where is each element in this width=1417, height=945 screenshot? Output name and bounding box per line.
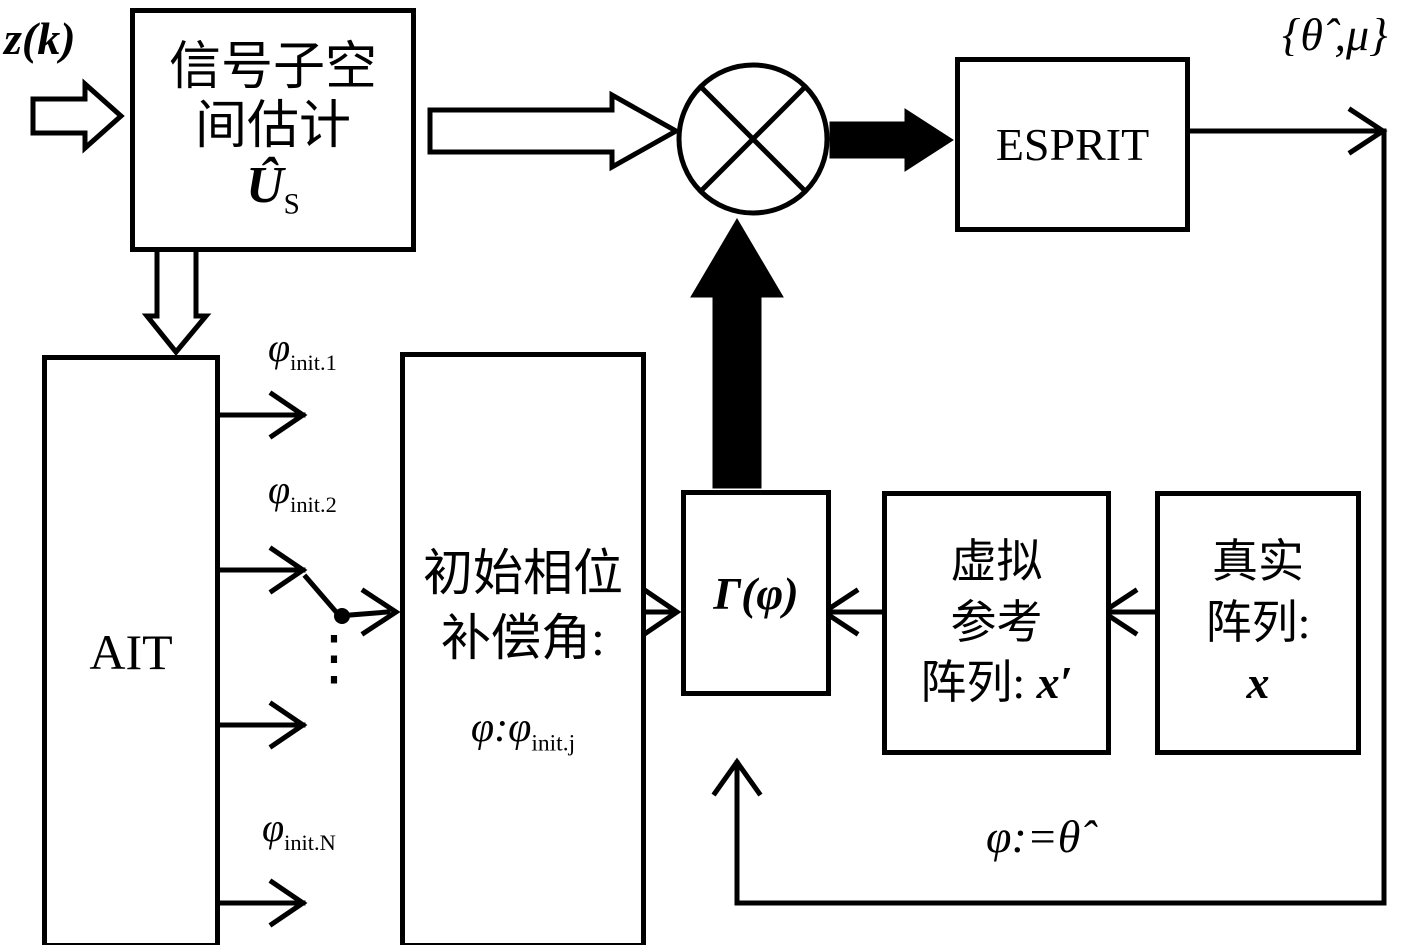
vertical-ellipsis: ⋮ xyxy=(304,625,364,691)
feedback-path-line xyxy=(734,128,1387,906)
virtual-text-line3: 阵列: x′ xyxy=(920,657,1073,709)
esprit-box: ESPRIT xyxy=(955,57,1190,232)
feedback-assignment-label: φ:=θ̂ xyxy=(986,811,1081,862)
virtual-text-line2: 参考 xyxy=(950,596,1043,648)
subspace-to-ait-arrow-icon xyxy=(141,241,212,356)
switch-to-phase-line xyxy=(347,609,391,618)
switch-lever-line xyxy=(302,573,341,617)
real-text-line1: 真实 xyxy=(1212,535,1304,587)
input-block-arrow-icon xyxy=(30,78,125,154)
initial-phase-compensation-box: 初始相位 补偿角: φ:φinit.j xyxy=(400,352,646,945)
gamma-to-multiplier-arrow-icon xyxy=(690,218,784,489)
real-text-line2: 阵列: xyxy=(1205,596,1311,648)
phase-to-gamma-arrowhead-icon xyxy=(642,587,682,637)
ait-output-2-arrowhead-icon xyxy=(268,545,308,595)
multiplier-to-esprit-arrow-icon xyxy=(829,108,954,172)
phase-text-line2: 补偿角: xyxy=(441,610,605,667)
ait-output-1-arrowhead-icon xyxy=(268,390,308,440)
input-signal-label: z(k) xyxy=(4,13,76,64)
phi-init-1-label: φinit.1 xyxy=(268,325,337,375)
ait-box: AIT xyxy=(42,355,220,945)
feedback-up-arrowhead-icon xyxy=(711,757,763,797)
ait-output-n-arrowhead-icon xyxy=(268,878,308,928)
subspace-symbol: ÛS xyxy=(246,156,300,220)
virtual-text-line1: 虚拟 xyxy=(950,535,1043,587)
ait-output-3-arrowhead-icon xyxy=(268,700,308,750)
subspace-text-line2: 间估计 xyxy=(194,97,351,155)
phase-text-line1: 初始相位 xyxy=(423,545,623,602)
subspace-to-multiplier-arrow-icon xyxy=(427,90,682,172)
multiplier-cross-line xyxy=(697,83,809,195)
phase-expression: φ:φinit.j xyxy=(470,705,576,757)
real-array-box: 真实 阵列: x xyxy=(1155,491,1361,755)
phi-init-n-label: φinit.N xyxy=(262,805,336,855)
phi-init-2-label: φinit.2 xyxy=(268,467,337,517)
switch-pivot-dot-icon xyxy=(334,608,350,624)
esprit-label: ESPRIT xyxy=(995,119,1150,170)
ait-label: AIT xyxy=(89,623,173,680)
signal-subspace-box: 信号子空 间估计 ÛS xyxy=(130,8,416,252)
virtual-reference-array-box: 虚拟 参考 阵列: x′ xyxy=(882,491,1111,755)
switch-arrowhead-icon xyxy=(360,587,401,637)
output-estimates-label: {θ̂ ,μ} xyxy=(1282,9,1388,60)
gamma-label: Γ(φ) xyxy=(713,567,799,619)
gamma-matrix-box: Γ(φ) xyxy=(681,490,831,696)
real-symbol: x xyxy=(1246,657,1270,709)
output-arrowhead-icon xyxy=(1347,106,1388,156)
subspace-text-line1: 信号子空 xyxy=(168,39,377,97)
